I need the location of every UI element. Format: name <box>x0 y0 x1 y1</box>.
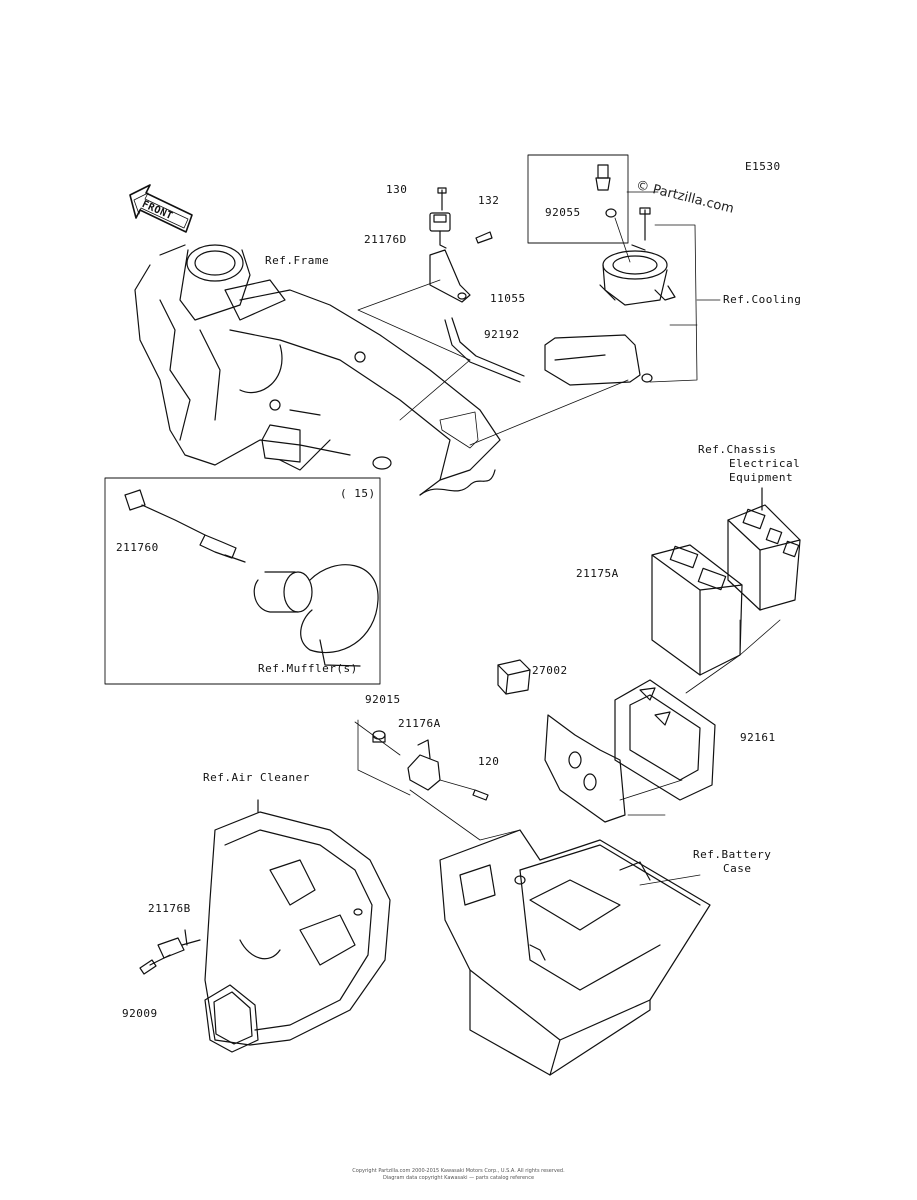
part-label-11055[interactable]: 11055 <box>490 292 526 305</box>
leader-lines-upper <box>357 279 629 449</box>
sensor-21176a-drawing <box>372 730 489 801</box>
battery-case-drawing <box>439 829 711 1076</box>
part-label-132[interactable]: 132 <box>478 194 500 207</box>
inset-note: ( 15) <box>340 487 376 500</box>
leader-lines-ecu <box>619 619 781 816</box>
leader-lines-21176a <box>354 719 521 841</box>
relay-27002-drawing <box>497 659 531 695</box>
inset-box-cooling <box>527 154 629 244</box>
footer-copyright-line1: Copyright Partzilla.com 2000-2015 Kawasa… <box>352 1168 565 1174</box>
part-label-92015[interactable]: 92015 <box>365 693 401 706</box>
part-label-21176b[interactable]: 21176B <box>148 902 191 915</box>
part-label-21175a[interactable]: 21175A <box>576 567 619 580</box>
front-arrow-icon <box>129 184 193 233</box>
part-label-92192[interactable]: 92192 <box>484 328 520 341</box>
sensor-21176d-drawing <box>429 187 493 303</box>
frame-drawing <box>134 244 501 496</box>
air-cleaner-drawing <box>204 799 391 1053</box>
inset-box-muffler <box>104 477 381 685</box>
part-label-120[interactable]: 120 <box>478 755 500 768</box>
thermostat-housing-drawing <box>599 207 676 306</box>
chassis-connector-drawing <box>727 487 801 611</box>
part-label-92009[interactable]: 92009 <box>122 1007 158 1020</box>
leader-lines-battery <box>639 874 701 886</box>
footer-copyright-line2: Diagram data copyright Kawasaki — parts … <box>382 1175 535 1181</box>
muffler-drawing <box>253 564 379 667</box>
part-label-21176a[interactable]: 21176A <box>398 717 441 730</box>
leader-lines-cooling <box>614 191 721 383</box>
part-label-130[interactable]: 130 <box>386 183 408 196</box>
diagram-code: E1530 <box>745 160 781 173</box>
part-label-211760[interactable]: 211760 <box>116 541 159 554</box>
cooling-bracket-drawing <box>544 334 653 386</box>
ref-chassis-line2[interactable]: Electrical <box>729 457 801 470</box>
ref-battery-line1[interactable]: Ref.Battery <box>693 848 772 861</box>
sensor-21176b-drawing <box>139 929 201 975</box>
ref-frame[interactable]: Ref.Frame <box>265 254 330 267</box>
ref-air-cleaner[interactable]: Ref.Air Cleaner <box>203 771 310 784</box>
part-label-27002[interactable]: 27002 <box>532 664 568 677</box>
ref-muffler[interactable]: Ref.Muffler(s) <box>258 662 358 675</box>
ref-chassis-line1[interactable]: Ref.Chassis <box>698 443 777 456</box>
ref-cooling[interactable]: Ref.Cooling <box>723 293 802 306</box>
o2-sensor-drawing <box>124 489 246 563</box>
hose-92192-drawing <box>444 317 525 383</box>
ref-battery-line2[interactable]: Case <box>723 862 752 875</box>
part-label-92055[interactable]: 92055 <box>545 206 581 219</box>
bracket-92161-drawing <box>544 679 716 823</box>
part-label-92161[interactable]: 92161 <box>740 731 776 744</box>
ref-chassis-line3[interactable]: Equipment <box>729 471 794 484</box>
part-label-21176d[interactable]: 21176D <box>364 233 407 246</box>
temp-sensor-drawing <box>595 164 617 218</box>
